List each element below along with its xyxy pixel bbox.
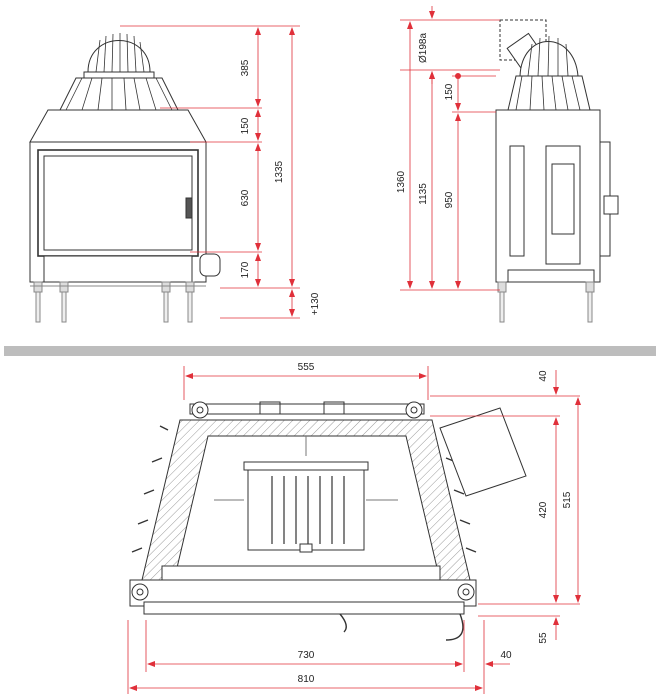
dim-1135: 1135 [418, 183, 429, 205]
dim-55: 55 [538, 632, 549, 644]
dim-40-top: 40 [538, 370, 549, 382]
dim-515: 515 [562, 491, 573, 508]
dim-420: 420 [538, 501, 549, 518]
dim-630: 630 [240, 189, 251, 206]
plan-dimension-labels: 555 40 420 515 55 730 40 810 [298, 362, 573, 685]
grate-bars [271, 476, 345, 544]
dim-170: 170 [240, 261, 251, 278]
dim-plus-130: +130 [310, 292, 321, 315]
dim-150-side: 150 [444, 83, 455, 100]
dim-diameter-198: Ø198a [418, 33, 429, 63]
left-fins [131, 425, 169, 553]
side-dimensions [400, 6, 500, 291]
legs [33, 281, 195, 323]
front-view [29, 33, 221, 323]
front-dimension-labels: 385 150 630 170 1335 +130 [240, 59, 321, 315]
dim-555: 555 [298, 362, 315, 373]
plan-dimensions [127, 366, 581, 694]
plan-view [129, 401, 527, 641]
dim-385: 385 [240, 59, 251, 76]
dim-1335: 1335 [274, 160, 285, 183]
dim-150-front: 150 [240, 117, 251, 134]
separator-bar [4, 346, 656, 356]
dim-1360: 1360 [396, 170, 407, 193]
front-dimensions [120, 25, 300, 319]
dim-40-bottom: 40 [500, 650, 512, 661]
dome-ribs [95, 33, 145, 73]
right-fins [445, 457, 477, 553]
dim-810: 810 [298, 674, 315, 685]
dim-950: 950 [444, 191, 455, 208]
side-view [495, 19, 619, 323]
side-dimension-labels: Ø198a 150 1360 1135 950 [396, 33, 455, 209]
dim-730: 730 [298, 650, 315, 661]
center-point [455, 73, 461, 79]
collar-fins [65, 77, 173, 111]
